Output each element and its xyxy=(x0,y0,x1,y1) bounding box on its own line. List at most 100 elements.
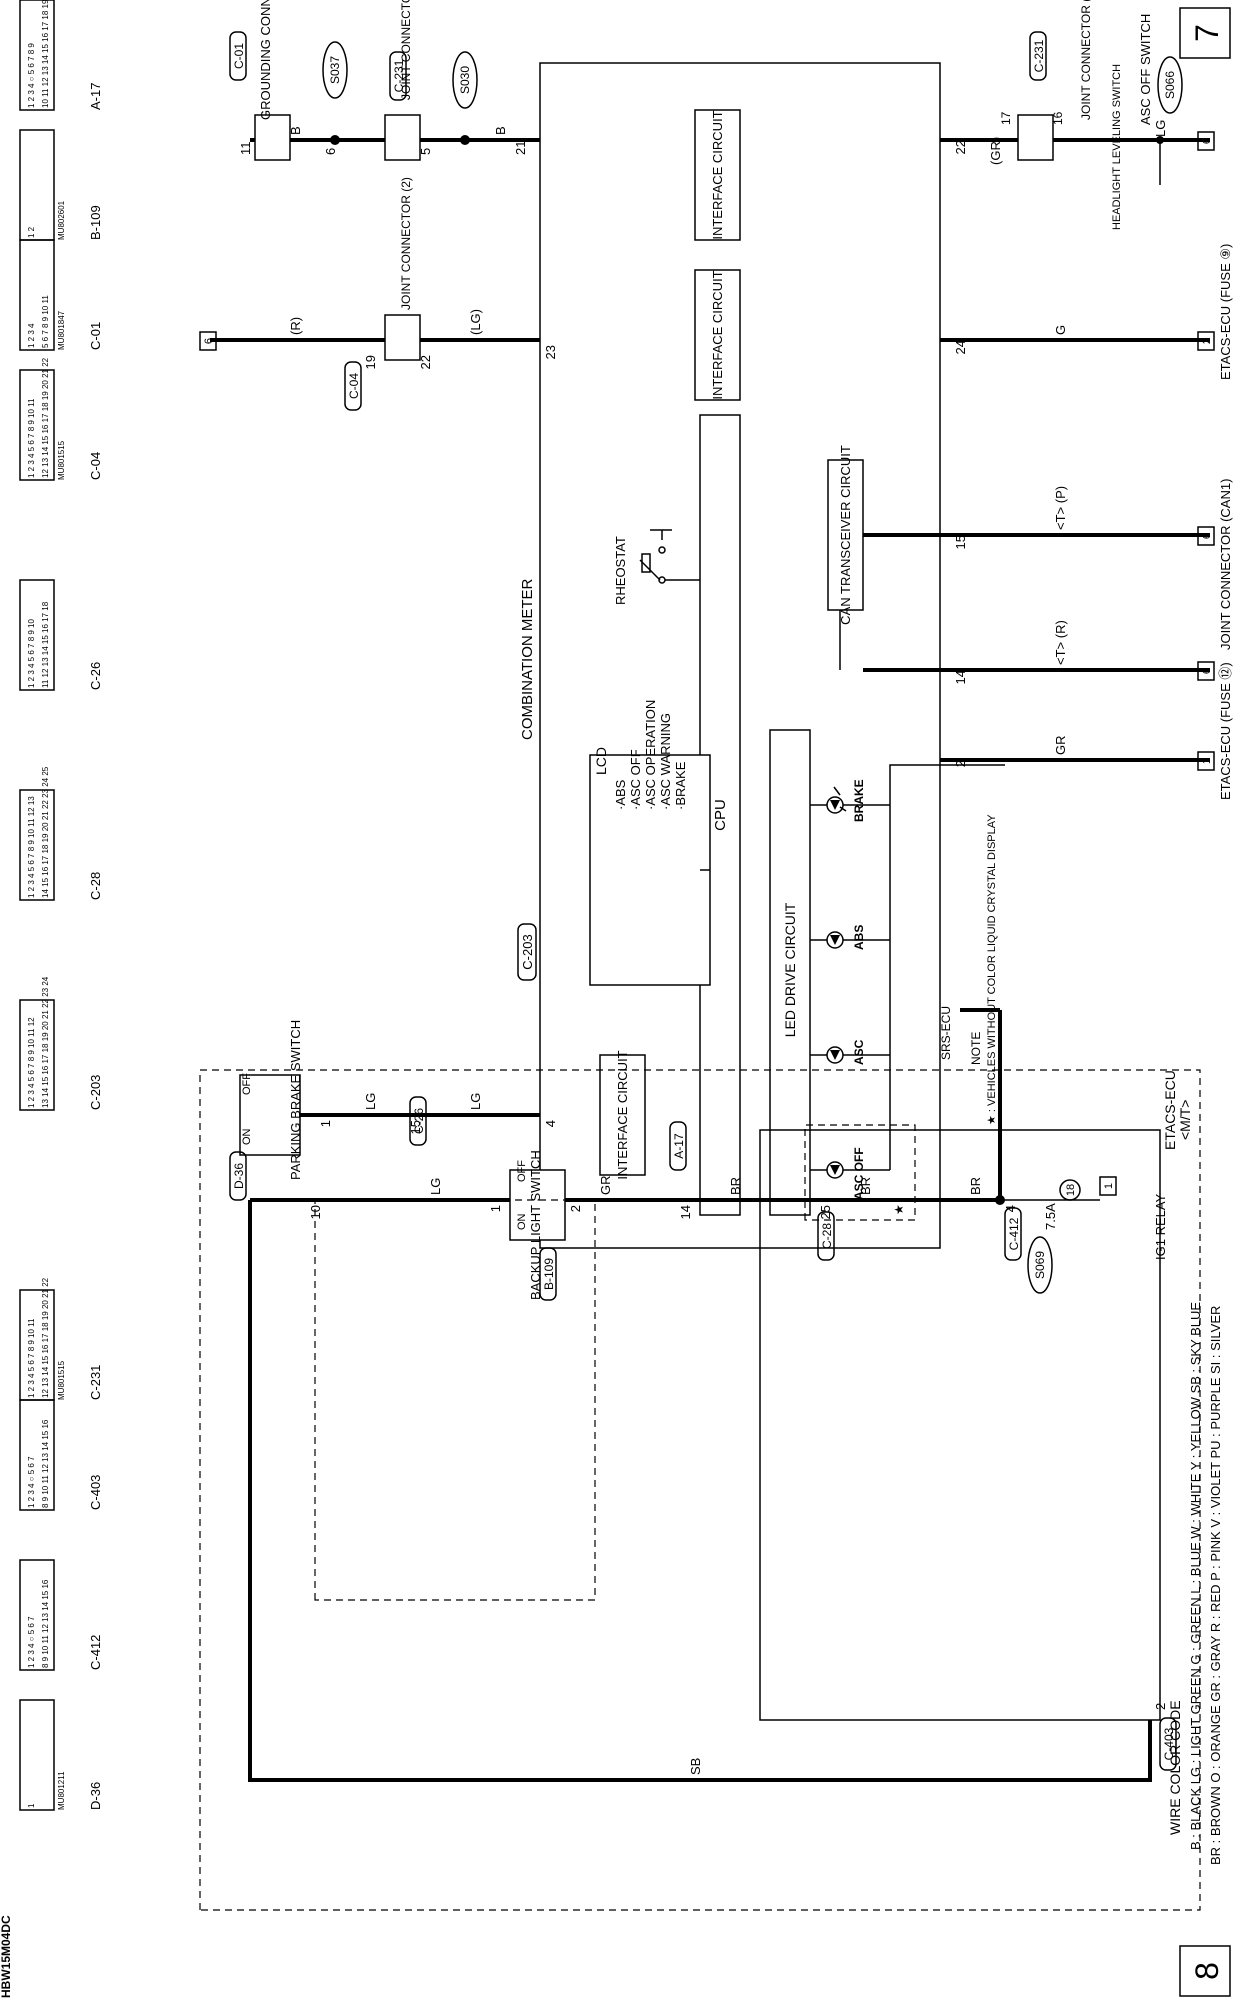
connector-view-label: B-109 xyxy=(88,205,103,240)
svg-text:B: B xyxy=(288,126,303,135)
connector-view-part: MU802601 xyxy=(57,200,66,240)
svg-text:22: 22 xyxy=(953,140,968,154)
svg-text:6: 6 xyxy=(1201,668,1213,674)
svg-text:C-26: C-26 xyxy=(412,1108,426,1134)
svg-text:2: 2 xyxy=(953,760,968,767)
connector-view-label: A-17 xyxy=(88,83,103,110)
combination-meter-label: COMBINATION METER xyxy=(519,578,536,740)
grounding-connector-label: GROUNDING CONNECTOR xyxy=(258,0,273,120)
svg-text:ASC OFF: ASC OFF xyxy=(852,1147,866,1200)
svg-text:BR : BROWN O : ORANGE GR :: BR : BROWN O : ORANGE GR : GRAY R : RED … xyxy=(1208,1306,1223,1865)
svg-text:WIRE COLOR CODE: WIRE COLOR CODE xyxy=(1167,1700,1183,1835)
svg-text:15: 15 xyxy=(953,535,968,549)
connector-view-pins: 1 2 3 4 5 6 7 8 9 10 11 xyxy=(27,398,36,478)
grounding-connector-box xyxy=(254,114,291,161)
svg-text:7.5A: 7.5A xyxy=(1043,1203,1058,1230)
note: NOTE ★ : VEHICLES WITHOUT COLOR LIQUID C… xyxy=(969,814,998,1125)
joint-c231-top xyxy=(1017,114,1054,161)
svg-text:OFF: OFF xyxy=(516,1160,528,1182)
connector-view-label: C-26 xyxy=(88,662,103,690)
svg-text:6: 6 xyxy=(1201,533,1213,539)
svg-text:·ABS: ·ABS xyxy=(613,779,628,810)
etacs-fuse12-label: ETACS-ECU (FUSE ⑫) xyxy=(1218,662,1233,800)
svg-text:B: B xyxy=(493,126,508,135)
svg-text:INTERFACE CIRCUIT: INTERFACE CIRCUIT xyxy=(615,1050,630,1179)
svg-text:B : BLACK LG : LIGHT GREEN: B : BLACK LG : LIGHT GREEN G : GREEN L :… xyxy=(1188,1302,1203,1850)
connector-view-label: C-412 xyxy=(88,1635,103,1670)
can-transceiver-circuit: CAN TRANSCEIVER CIRCUIT xyxy=(827,445,864,625)
parking-brake-switch xyxy=(239,1074,301,1156)
svg-text:LG: LG xyxy=(428,1178,443,1195)
connector-view-part: MU801211 xyxy=(57,1771,66,1810)
svg-text:SB: SB xyxy=(688,1758,703,1775)
svg-text:14: 14 xyxy=(953,670,968,684)
svg-text:23: 23 xyxy=(543,345,558,359)
connector-view-pins: 10 11 12 13 14 15 16 17 18 19 20 xyxy=(41,0,50,108)
svg-text:2: 2 xyxy=(1201,338,1213,344)
svg-text:S069: S069 xyxy=(1033,1251,1047,1279)
interface-circuit-1: INTERFACE CIRCUIT xyxy=(694,109,741,241)
svg-text:D-36: D-36 xyxy=(232,1163,246,1189)
interface-circuit-2: INTERFACE CIRCUIT xyxy=(694,269,741,401)
star-box xyxy=(804,1124,916,1221)
svg-text:NOTE: NOTE xyxy=(969,1032,983,1065)
connector-view-pins: 5 6 7 8 9 10 11 xyxy=(41,295,50,348)
asc-off-switch-label: ASC OFF SWITCH xyxy=(1138,14,1153,125)
wire-sb-return xyxy=(248,1200,1152,1782)
connector-view-pins: 1 2 xyxy=(27,226,36,238)
svg-text:24: 24 xyxy=(953,340,968,354)
connector-view-pins: 1 2 3 4 xyxy=(27,323,36,348)
c203-label: C-203 xyxy=(517,923,537,981)
svg-text:C-231: C-231 xyxy=(392,59,406,92)
srs-ecu-label: SRS-ECU xyxy=(939,1006,953,1060)
connector-view-label: C-04 xyxy=(88,452,103,480)
splice-s030 xyxy=(452,51,478,109)
svg-text:BRAKE: BRAKE xyxy=(852,779,866,822)
svg-text:1: 1 xyxy=(1103,1183,1115,1189)
svg-text:1: 1 xyxy=(1201,758,1213,764)
etacs-ecu-box xyxy=(759,1129,1161,1721)
joint-connector-1-top: JOINT CONNECTOR (1) xyxy=(1079,0,1093,120)
joint-connector-1-bottom: JOINT CONNECTOR (1) xyxy=(399,0,413,100)
svg-text:GR: GR xyxy=(1053,736,1068,756)
etacs-fuse9-label: ETACS-ECU (FUSE ⑨) xyxy=(1218,244,1233,380)
svg-text:7: 7 xyxy=(1189,24,1225,42)
led-brake: BRAKE xyxy=(826,779,866,822)
svg-text:BR: BR xyxy=(728,1177,743,1195)
splice-s066 xyxy=(1157,56,1183,114)
svg-text:22: 22 xyxy=(418,355,433,369)
connector-view-pins: 12 13 14 15 16 17 18 19 20 21 22 xyxy=(41,1277,50,1398)
svg-text:C-412: C-412 xyxy=(1007,1217,1021,1250)
splice-s069 xyxy=(1027,1236,1053,1294)
svg-text:·ASC WARNING: ·ASC WARNING xyxy=(658,713,673,810)
svg-text:15: 15 xyxy=(408,1120,423,1134)
svg-text:6: 6 xyxy=(203,338,215,344)
svg-text:C-01: C-01 xyxy=(232,43,246,69)
connector-view-label: D-36 xyxy=(88,1782,103,1810)
ig1-relay-label: IG1 RELAY xyxy=(1153,1193,1168,1260)
svg-text:(R): (R) xyxy=(288,317,303,335)
svg-text:LG: LG xyxy=(468,1093,483,1110)
svg-text:11: 11 xyxy=(238,142,253,156)
page-marker-right: 8 xyxy=(1179,1945,1231,1997)
led-abs: ABS xyxy=(826,925,866,950)
svg-text:<T> (R): <T> (R) xyxy=(1053,620,1068,665)
svg-text:19: 19 xyxy=(363,355,378,369)
etacs-ecu-label: ETACS-ECU xyxy=(1162,1070,1178,1150)
connector-view-label: C-01 xyxy=(88,322,103,350)
svg-text:C-04: C-04 xyxy=(347,373,361,399)
svg-text:CAN TRANSCEIVER CIRCUIT: CAN TRANSCEIVER CIRCUIT xyxy=(838,445,853,625)
svg-text:C-28: C-28 xyxy=(820,1223,834,1249)
connector-view-pins: 1 2 3 4 ○ 5 6 7 xyxy=(27,1616,36,1668)
connector-view-label: C-403 xyxy=(88,1475,103,1510)
svg-text:C-231: C-231 xyxy=(1032,39,1046,72)
svg-text:·BRAKE: ·BRAKE xyxy=(673,761,688,810)
